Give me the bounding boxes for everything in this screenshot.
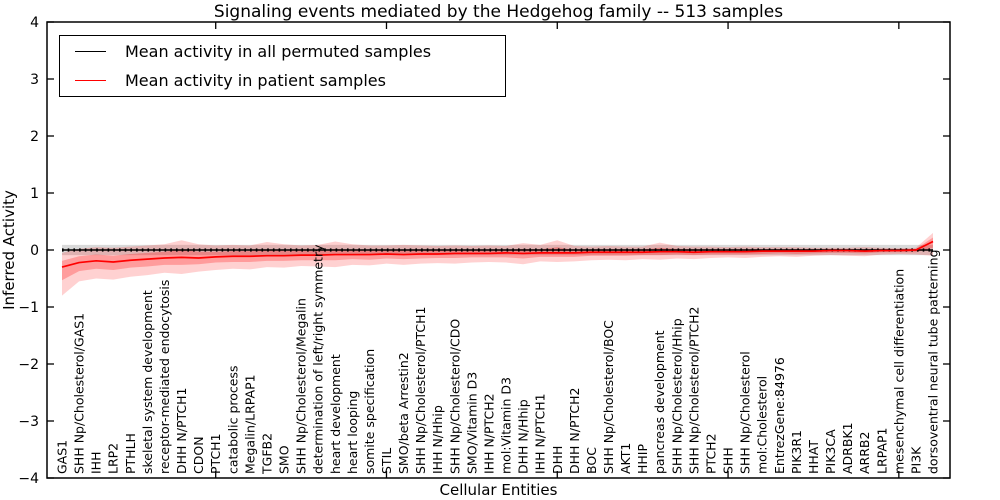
x-category-label: dorsoventral neural tube patterning xyxy=(926,250,941,475)
legend-line-swatch-red xyxy=(75,80,106,82)
y-tick-label: 3 xyxy=(30,72,39,88)
y-tick-label: −2 xyxy=(18,357,39,373)
x-category-label: BOC xyxy=(584,447,599,474)
x-category-label: SHH Np/Cholesterol/Hhip xyxy=(669,318,684,474)
chart-title: Signaling events mediated by the Hedgeho… xyxy=(213,2,784,22)
x-category-label: LRPAP1 xyxy=(874,428,889,474)
x-category-label: SHH Np/Cholesterol/Megalin xyxy=(294,298,309,474)
x-category-label: ADRBK1 xyxy=(840,422,855,474)
y-axis-label: Inferred Activity xyxy=(0,190,18,310)
mean-activity-in-patient-samples-line xyxy=(61,240,934,268)
y-tick-label: −1 xyxy=(18,300,39,316)
x-category-label: PTCH2 xyxy=(703,433,718,474)
x-category-label: mol:Cholesterol xyxy=(755,376,770,474)
x-category-label: HHAT xyxy=(806,440,821,474)
x-category-label: receptor-mediated endocytosis xyxy=(157,280,172,474)
y-tick-label: 4 xyxy=(30,15,39,31)
x-category-label: PTCH1 xyxy=(208,433,223,474)
legend-label: Mean activity in all permuted samples xyxy=(125,41,432,61)
y-tick-label: 0 xyxy=(30,243,39,259)
x-category-label: SHH Np/Cholesterol/BOC xyxy=(601,320,616,474)
y-tick-label: 1 xyxy=(30,186,39,202)
x-category-label: somite specification xyxy=(362,349,377,474)
x-category-label: PI3K xyxy=(908,446,923,474)
patient-samples-inner-band xyxy=(62,237,933,281)
x-category-label: AKT1 xyxy=(618,443,633,474)
x-category-label: skeletal system development xyxy=(140,290,155,474)
legend-item-permuted: Mean activity in all permuted samples xyxy=(60,37,505,65)
x-category-label: mesenchymal cell differentiation xyxy=(891,269,906,474)
x-category-label: ARRB2 xyxy=(857,432,872,474)
x-category-label: catabolic process xyxy=(225,365,240,474)
x-category-label: DHH N/PTCH1 xyxy=(174,388,189,474)
x-category-label: IHH N/PTCH1 xyxy=(533,393,548,474)
x-category-label: HHIP xyxy=(635,444,650,474)
legend-item-patient: Mean activity in patient samples xyxy=(60,67,505,95)
y-tick-label: 2 xyxy=(30,129,39,145)
x-category-label: STIL xyxy=(379,448,394,474)
x-category-label: SHH Np/Cholesterol/CDO xyxy=(447,319,462,474)
x-category-label: DHH N/Hhip xyxy=(516,399,531,474)
x-category-label: PTHLH xyxy=(123,433,138,474)
x-category-label: PIK3R1 xyxy=(789,430,804,474)
x-axis-label: Cellular Entities xyxy=(439,481,558,499)
x-category-label: SHH Np/Cholesterol/PTCH1 xyxy=(413,307,428,475)
x-category-label: DHH xyxy=(550,446,565,474)
x-category-label: TGFB2 xyxy=(259,433,274,475)
x-category-label: SMO xyxy=(277,445,292,474)
x-category-label: Megalin/LRPAP1 xyxy=(242,374,257,474)
x-category-label: SMO/beta Arrestin2 xyxy=(396,352,411,474)
x-category-label: EntrezGene:84976 xyxy=(772,357,787,474)
x-category-label: heart development xyxy=(328,354,343,474)
x-category-label: determination of left/right symmetry xyxy=(311,244,326,474)
x-category-label: GAS1 xyxy=(55,440,70,474)
x-category-label: SMO/Vitamin D3 xyxy=(464,372,479,474)
x-category-label: SHH Np/Cholesterol xyxy=(738,351,753,474)
legend-label: Mean activity in patient samples xyxy=(125,71,386,91)
legend: Mean activity in all permuted samples Me… xyxy=(59,35,506,97)
x-category-label: pancreas development xyxy=(652,330,667,474)
y-tick-label: −4 xyxy=(18,471,39,487)
x-category-label: mol:Vitamin D3 xyxy=(499,377,514,474)
legend-line-swatch-black xyxy=(75,50,106,52)
x-category-label: CDON xyxy=(191,436,206,474)
x-category-label: PIK3CA xyxy=(823,429,838,474)
x-category-label: IHH N/Hhip xyxy=(430,405,445,474)
x-category-label: SHH Np/Cholesterol/PTCH2 xyxy=(686,307,701,475)
x-category-label: LRP2 xyxy=(106,443,121,474)
x-category-label: IHH xyxy=(89,452,104,475)
x-category-label: DHH N/PTCH2 xyxy=(567,388,582,474)
x-category-label: IHH N/PTCH2 xyxy=(481,393,496,474)
x-category-label: SHH xyxy=(721,447,736,474)
x-category-label: heart looping xyxy=(345,391,360,474)
y-tick-label: −3 xyxy=(18,414,39,430)
x-category-label: SHH Np/Cholesterol/GAS1 xyxy=(72,313,87,474)
